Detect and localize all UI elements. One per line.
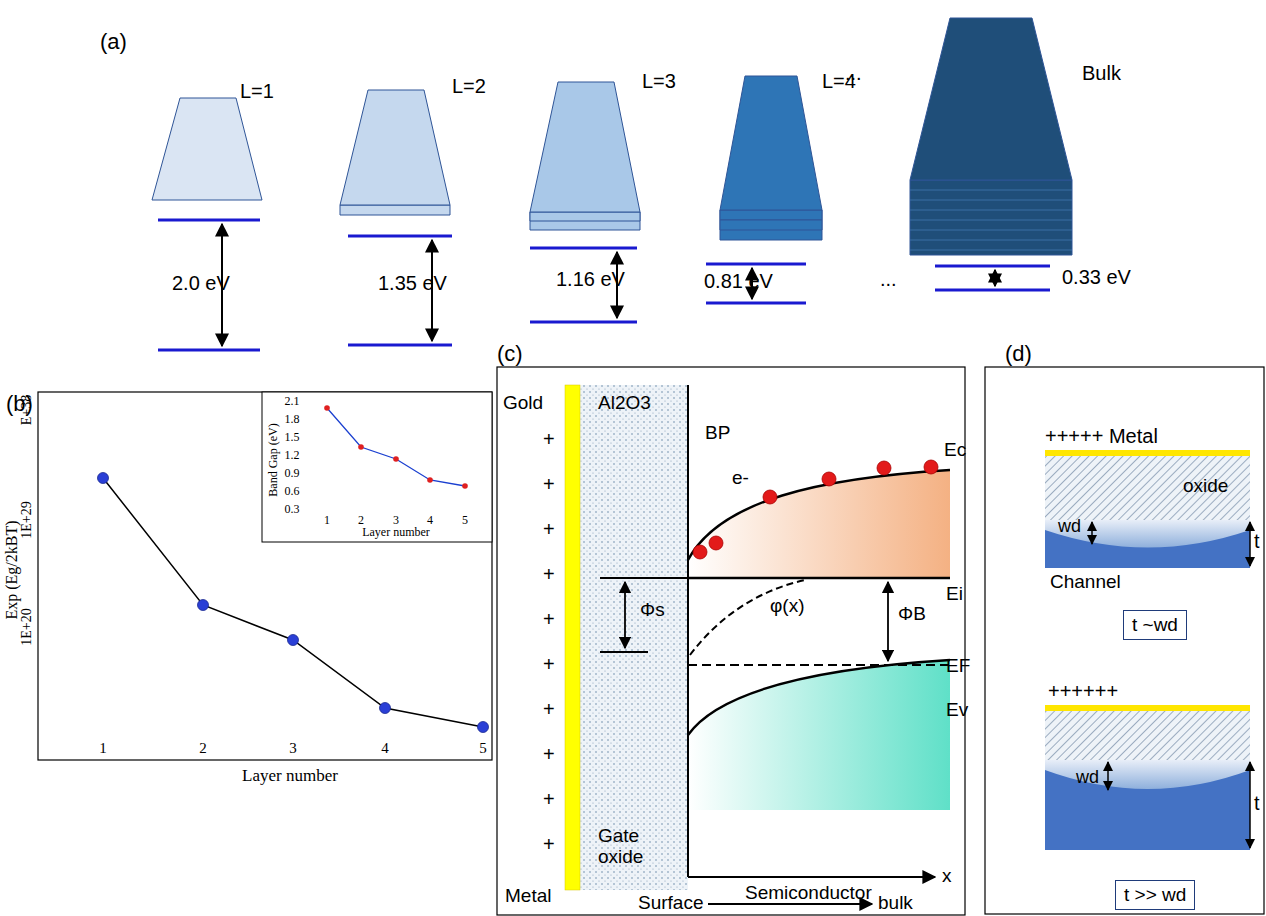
figure-label: + [543, 518, 555, 540]
figure-label: 1.5 [285, 431, 300, 444]
figure-label: BP [705, 423, 730, 444]
figure-label: wd [1076, 768, 1099, 788]
layer-line [910, 210, 1072, 211]
figure-label: 1E+20 [19, 608, 34, 645]
figure-label: ... [845, 62, 862, 84]
figure-label: wd [1058, 517, 1081, 537]
figure-label: φ(x) [770, 596, 804, 617]
layer-line [910, 250, 1072, 251]
figure-label: 0.3 [285, 503, 300, 516]
figure-label: Surface [638, 893, 703, 914]
figure-label: 5 [462, 514, 468, 527]
caption-text: t >> wd [1124, 884, 1186, 906]
figure-label: ΦB [898, 604, 926, 625]
figure-label: 1 [324, 514, 330, 527]
figure-label: 5 [479, 740, 487, 757]
figure-label: 0.81 eV [704, 270, 773, 292]
figure-label: + [543, 563, 555, 585]
figure-label: Ev [946, 700, 968, 721]
figure-label: 4 [381, 740, 389, 757]
figure-label: (a) [100, 30, 127, 54]
figure-label: +++++ Metal [1045, 425, 1158, 447]
figure-label: Bulk [1082, 62, 1121, 84]
figure-label: Semiconductor [745, 883, 872, 904]
layer-line [910, 200, 1072, 201]
figure-label: Gold [503, 393, 543, 414]
figure-label: Channel [1050, 572, 1121, 593]
figure-label: 0.6 [285, 485, 300, 498]
figure-label: 2 [199, 740, 207, 757]
figure-label: + [543, 608, 555, 630]
figure-label: 0.9 [285, 467, 300, 480]
caption-box: t >> wd [1115, 880, 1195, 910]
figure-label: 3 [289, 740, 297, 757]
figure-label: Layer number [242, 767, 338, 786]
figure-label: 1.8 [285, 413, 300, 426]
figure-label: + [543, 698, 555, 720]
figure-label: t [1254, 792, 1260, 814]
figure-label: 1 [99, 740, 107, 757]
figure-label: oxide [1183, 476, 1228, 497]
figure-label: ... [880, 268, 897, 290]
figure-label: + [543, 473, 555, 495]
figure-label: x [942, 866, 952, 887]
figure-label: (c) [497, 342, 523, 366]
figure-label: L=3 [642, 70, 676, 92]
caption-text: t ~wd [1132, 614, 1178, 636]
figure-label: + [543, 653, 555, 675]
figure-label: E+38 [19, 395, 34, 425]
layer-line [910, 220, 1072, 221]
figure-label: t [1254, 530, 1260, 552]
figure-label: Metal [505, 886, 551, 907]
figure-label: 1E+29 [19, 501, 34, 538]
figure-label: 2.0 eV [172, 272, 230, 294]
figure-label: ++++++ [1048, 680, 1118, 702]
figure-label: Ei [946, 584, 963, 605]
figure-label: 1.2 [285, 449, 300, 462]
caption-box: t ~wd [1123, 610, 1187, 640]
figure-label: + [543, 788, 555, 810]
layer-line [910, 190, 1072, 191]
figure-label: Ec [944, 440, 966, 461]
figure-label: bulk [878, 893, 913, 914]
figure-label: L=2 [452, 75, 486, 97]
figure-label: + [543, 833, 555, 855]
figure-label: 1.35 eV [378, 272, 447, 294]
layer-line [910, 240, 1072, 241]
figure-label: + [543, 743, 555, 765]
figure-label: + [543, 428, 555, 450]
figure-label: Φs [640, 600, 665, 621]
figure-label: 2.1 [285, 395, 300, 408]
layer-line [910, 230, 1072, 231]
figure-label: Exp (Eg/2kBT) [3, 520, 21, 619]
figure-label: EF [946, 656, 970, 677]
figure-label: Band Gap (eV) [267, 423, 280, 496]
figure-label: 0.33 eV [1062, 266, 1131, 288]
figure-label: Layer number [362, 526, 430, 539]
figure-label: Gate oxide [598, 826, 668, 868]
figure-label: L=1 [240, 80, 274, 102]
figure-label: 1.16 eV [556, 268, 625, 290]
figure-label: (d) [1005, 342, 1032, 366]
figure-label: e- [732, 468, 749, 489]
figure-label: Al2O3 [598, 393, 651, 414]
